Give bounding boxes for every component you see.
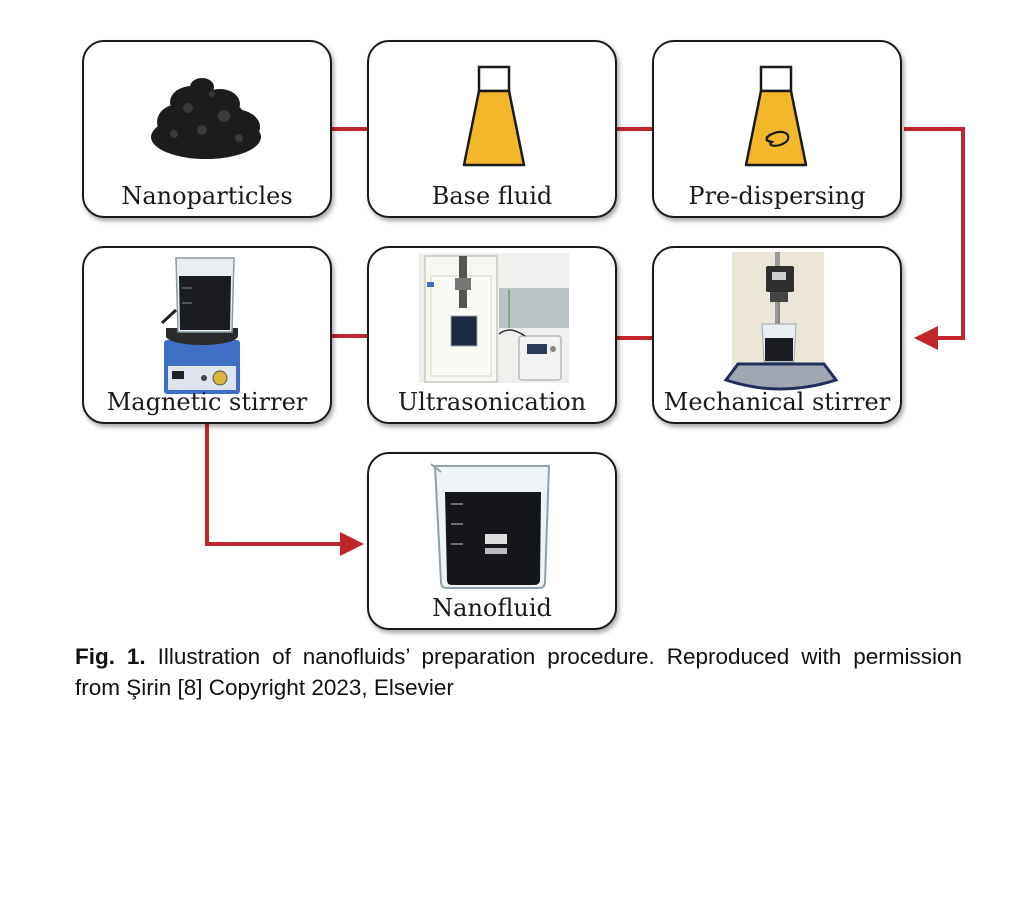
step-label: Magnetic stirrer: [106, 388, 308, 416]
step-label: Mechanical stirrer: [663, 388, 891, 416]
step-base-fluid: Base fluid: [367, 40, 617, 218]
flask-swirl-icon: [744, 65, 808, 167]
ultrasonicator-photo-icon: [419, 253, 569, 383]
step-mechanical-stirrer: Mechanical stirrer: [652, 246, 902, 424]
step-label: Base fluid: [431, 182, 553, 210]
arrow-magnetic-stirrer-to-nanofluid: [205, 424, 364, 556]
arrow-pre-dispersing-to-mechanical-stirrer: [904, 127, 965, 350]
magnetic-stirrer-photo-icon: [160, 257, 240, 394]
caption-prefix: Fig. 1.: [75, 644, 146, 669]
step-nanofluid: Nanofluid: [367, 452, 617, 630]
step-label: Pre-dispersing: [688, 182, 866, 210]
mechanical-stirrer-photo-icon: [723, 252, 839, 391]
step-magnetic-stirrer: Magnetic stirrer: [82, 246, 332, 424]
step-label: Ultrasonication: [397, 388, 587, 416]
flask-icon: [462, 65, 526, 167]
step-label: Nanoparticles: [121, 182, 293, 210]
step-label: Nanofluid: [432, 594, 552, 622]
step-ultrasonication: Ultrasonication: [367, 246, 617, 424]
figure-caption: Fig. 1. Illustration of nanofluids’ prep…: [75, 641, 962, 703]
step-pre-dispersing: Pre-dispersing: [652, 40, 902, 218]
powder-pile-icon: [151, 78, 261, 159]
beaker-photo-icon: [430, 463, 551, 589]
step-nanoparticles: Nanoparticles: [82, 40, 332, 218]
caption-text: Illustration of nanofluids’ preparation …: [75, 644, 962, 700]
